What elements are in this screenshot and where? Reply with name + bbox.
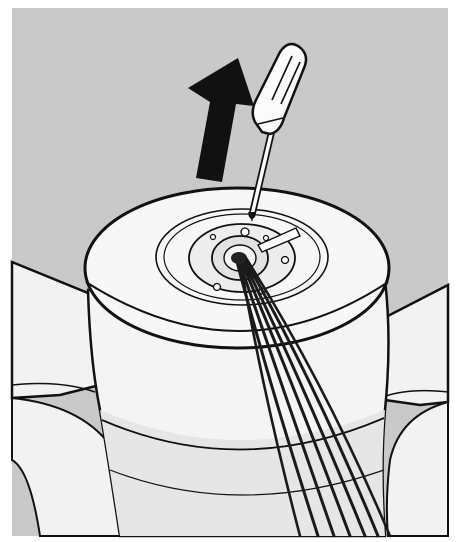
plate-screw-top (241, 228, 249, 236)
wire-entry (231, 252, 247, 264)
plate-screw-left (214, 284, 221, 291)
plate-screw-upper-left (211, 235, 216, 240)
plate-screw-right (282, 257, 289, 264)
plate-screw-upper-right (264, 236, 269, 241)
